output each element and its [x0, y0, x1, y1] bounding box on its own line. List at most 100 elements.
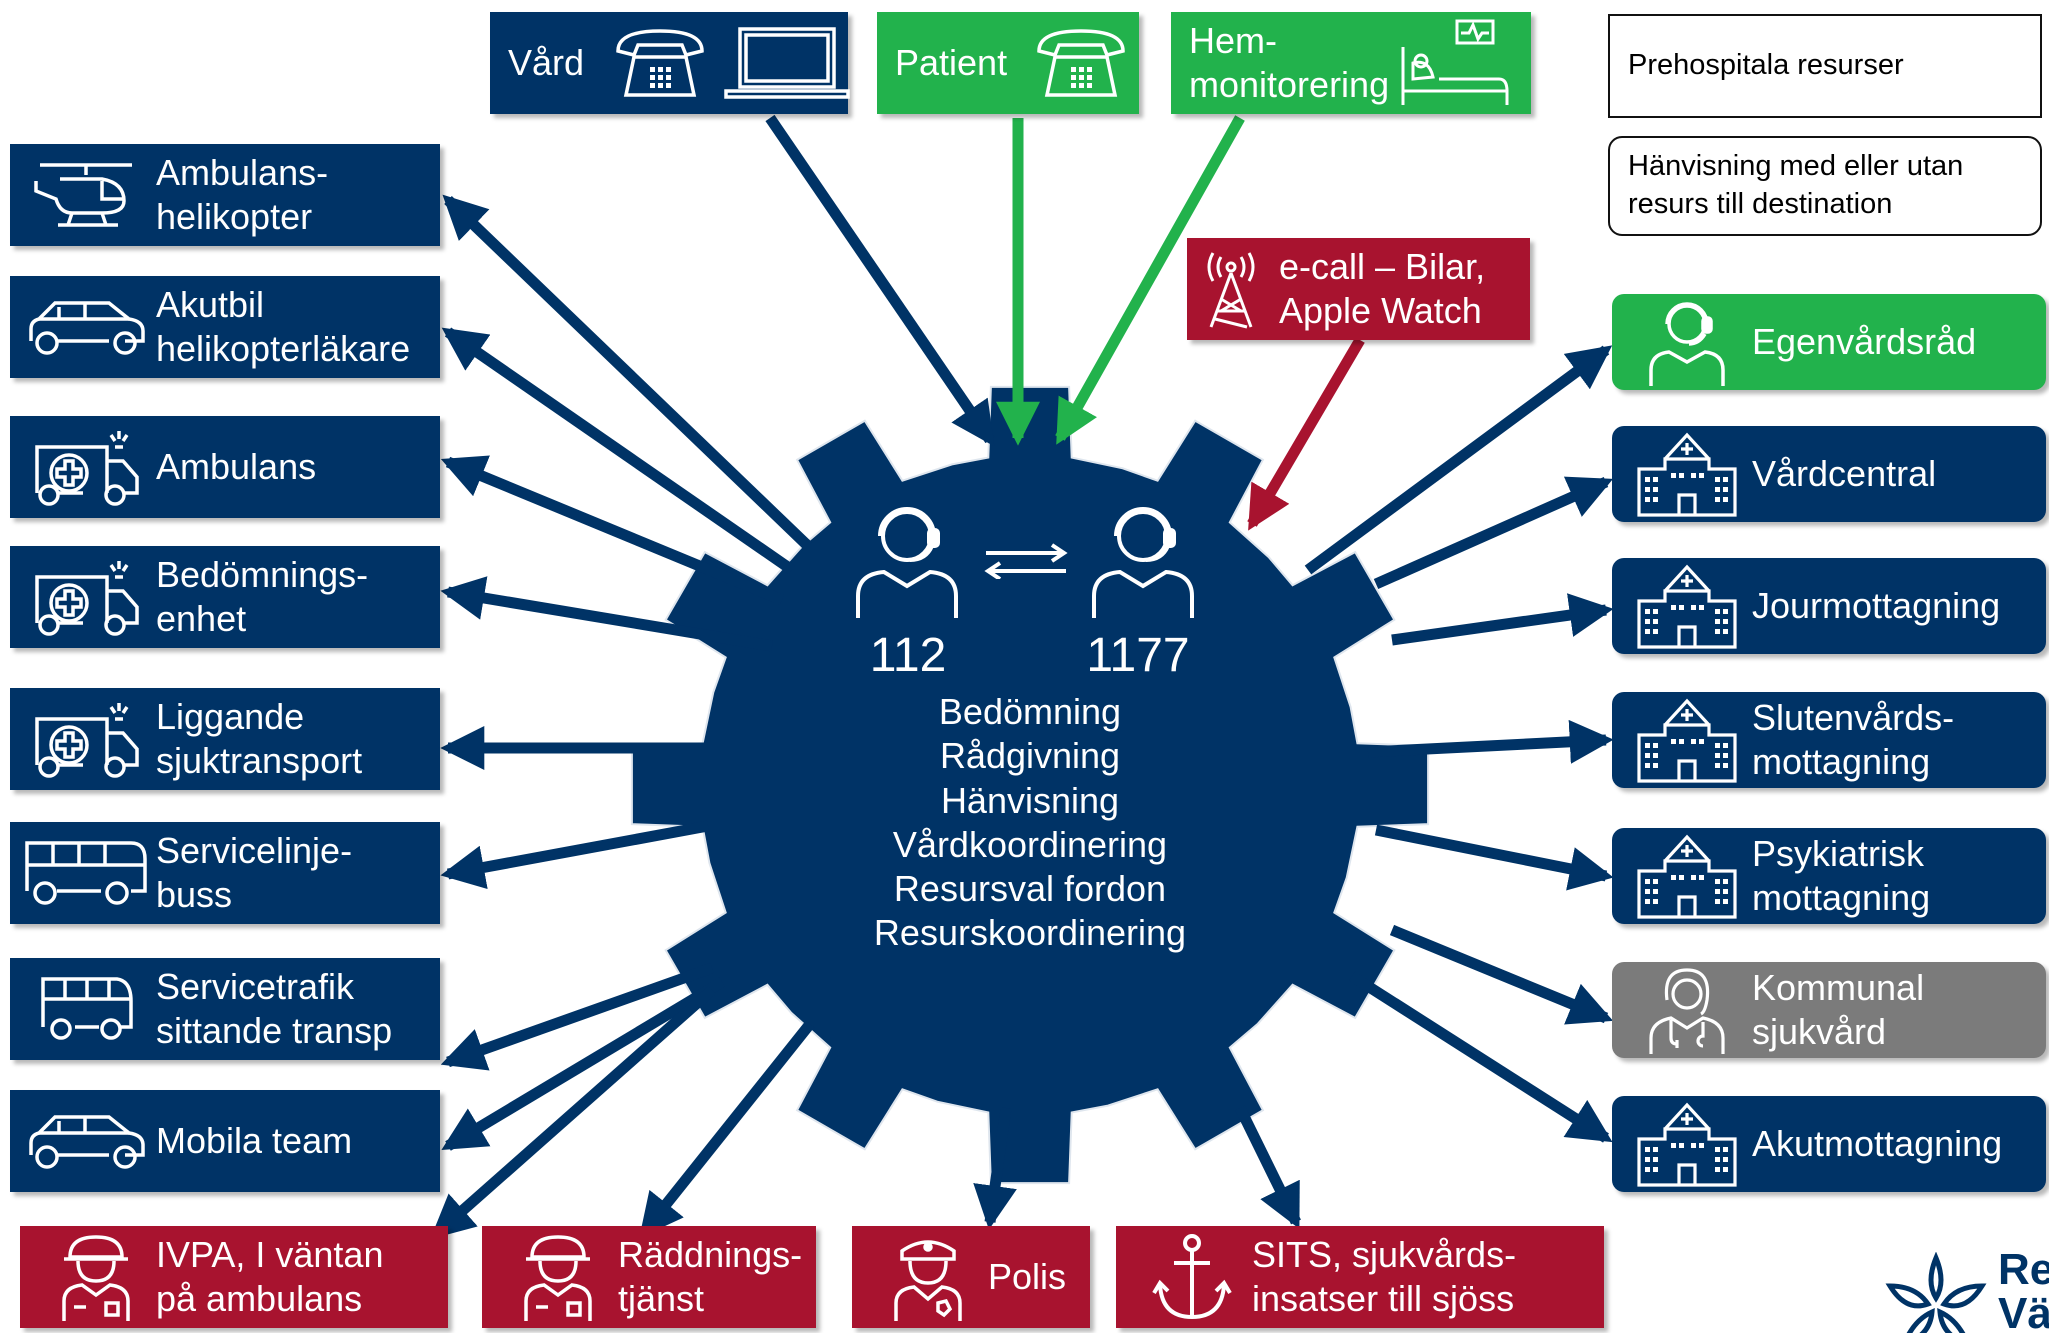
- police-icon: [868, 1231, 988, 1323]
- flow-arrow: [440, 455, 785, 606]
- left-resource: Ambulans: [10, 416, 440, 518]
- flow-arrow: [441, 977, 725, 1151]
- helicopter-icon: [18, 157, 156, 233]
- right-destination: Slutenvårds- mottagning: [1612, 692, 2046, 788]
- left-resource: Bedömnings- enhet: [10, 546, 440, 648]
- flow-arrow: [1367, 719, 1614, 764]
- right-destination: Jourmottagning: [1612, 558, 2046, 654]
- flow-arrow: [441, 327, 796, 575]
- firefighter-icon: [36, 1231, 156, 1323]
- phone-icon: [612, 27, 708, 99]
- flow-arrow: [1349, 971, 1613, 1143]
- bottom-resource: Räddnings- tjänst: [482, 1226, 816, 1328]
- center-function-line: Resursval fordon: [893, 868, 1167, 910]
- bottom-resource-label: SITS, sjukvårds- insatser till sjöss: [1252, 1234, 1517, 1319]
- bottom-resource-label: IVPA, I väntan på ambulans: [156, 1234, 384, 1319]
- input-patient: Patient: [877, 12, 1139, 114]
- flow-arrow: [1391, 593, 1614, 646]
- center-function-line: Rådgivning: [939, 735, 1121, 777]
- car-icon: [18, 1109, 156, 1173]
- right-destination-label: Slutenvårds- mottagning: [1752, 697, 1955, 782]
- left-resource: Ambulans- helikopter: [10, 144, 440, 246]
- ambulance-icon: [18, 555, 156, 639]
- right-destination-label: Egenvårdsråd: [1752, 321, 1977, 363]
- left-resource-label: Servicelinje- buss: [156, 830, 353, 915]
- region-logo: Re Vä: [1876, 1252, 2049, 1333]
- center-function-line: Hänvisning: [940, 779, 1120, 821]
- flow-arrows: [430, 114, 1614, 1240]
- flow-arrow: [639, 1020, 815, 1239]
- left-resource: Liggande sjuktransport: [10, 688, 440, 790]
- firefighter-icon: [498, 1231, 618, 1323]
- flow-arrow: [1373, 476, 1614, 590]
- input-vard: Vård: [490, 12, 850, 114]
- center-function-line: Resurskoordinering: [873, 912, 1187, 954]
- bottom-resource: Polis: [852, 1226, 1090, 1328]
- label-1177: 1177: [1086, 629, 1190, 682]
- left-resource-label: Ambulans- helikopter: [156, 152, 329, 237]
- nurse-icon: [1622, 964, 1752, 1056]
- flow-arrow: [430, 985, 716, 1240]
- input-hemmonitorering-label: Hem- monitorering: [1189, 20, 1390, 105]
- hospital-icon: [1622, 561, 1752, 651]
- bottom-resource-label: Polis: [988, 1256, 1067, 1298]
- left-resource: Servicelinje- buss: [10, 822, 440, 924]
- left-resource-label: Servicetrafik sittande transp: [156, 966, 393, 1051]
- exchange-arrows-icon: [982, 543, 1070, 579]
- input-ecall: e-call – Bilar, Apple Watch: [1187, 238, 1530, 340]
- right-destination-label: Psykiatrisk mottagning: [1752, 833, 1931, 918]
- center-function-line: Vårdkoordinering: [892, 823, 1168, 865]
- flow-arrow: [1304, 345, 1613, 575]
- ambulance-icon: [18, 697, 156, 781]
- operator-icon-1177: [1088, 500, 1198, 620]
- flow-arrow: [1055, 115, 1245, 445]
- radio-tower-icon: [1203, 249, 1259, 329]
- bottom-resource: IVPA, I väntan på ambulans: [20, 1226, 448, 1328]
- right-destination-label: Jourmottagning: [1752, 585, 2001, 627]
- bed-monitor-icon: [1399, 19, 1511, 107]
- bottom-resource: SITS, sjukvårds- insatser till sjöss: [1116, 1226, 1604, 1328]
- right-destination: Vårdcentral: [1612, 426, 2046, 522]
- flow-arrow: [440, 820, 709, 890]
- flow-arrow: [973, 1107, 1017, 1230]
- phone-icon: [1033, 27, 1129, 99]
- laptop-icon: [722, 25, 852, 101]
- left-resource: Servicetrafik sittande transp: [10, 958, 440, 1060]
- input-ecall-label: e-call – Bilar, Apple Watch: [1279, 246, 1486, 331]
- anchor-icon: [1132, 1231, 1252, 1323]
- legend-referral: Hänvisning med eller utan resurs till de…: [1608, 136, 2042, 236]
- left-resource-label: Liggande sjuktransport: [156, 696, 363, 781]
- left-resource-label: Bedömnings- enhet: [156, 554, 369, 639]
- gear-shape: [630, 385, 1430, 1185]
- minibus-icon: [18, 973, 156, 1045]
- left-resource-label: Akutbil helikopterläkare: [156, 284, 411, 369]
- left-resource-label: Mobila team: [156, 1120, 353, 1162]
- right-destination: Akutmottagning: [1612, 1096, 2046, 1192]
- operator-icon-112: [852, 500, 962, 620]
- flow-arrow: [1247, 337, 1365, 531]
- input-hemmonitorering: Hem- monitorering: [1171, 12, 1531, 114]
- input-vard-label: Vård: [508, 42, 585, 84]
- hospital-icon: [1622, 831, 1752, 921]
- input-patient-label: Patient: [895, 42, 1008, 84]
- flow-arrow: [440, 962, 714, 1071]
- left-resource: Mobila team: [10, 1090, 440, 1192]
- hospital-icon: [1622, 1099, 1752, 1189]
- bottom-resource-label: Räddnings- tjänst: [618, 1234, 803, 1319]
- bus-icon: [18, 837, 156, 909]
- hospital-icon: [1622, 695, 1752, 785]
- right-destination: Kommunal sjukvård: [1612, 962, 2046, 1058]
- flow-arrow: [1389, 924, 1614, 1025]
- flow-arrow: [442, 194, 812, 550]
- right-destination-label: Kommunal sjukvård: [1752, 967, 1925, 1052]
- flow-arrow: [440, 576, 773, 652]
- center-function-line: Bedömning: [938, 691, 1122, 732]
- right-destination-label: Akutmottagning: [1752, 1123, 2003, 1165]
- ambulance-icon: [18, 425, 156, 509]
- flow-arrow: [765, 114, 995, 447]
- hospital-icon: [1622, 429, 1752, 519]
- right-destination: Egenvårdsråd: [1612, 294, 2046, 390]
- label-112: 112: [869, 629, 947, 682]
- left-resource-label: Ambulans: [156, 446, 317, 488]
